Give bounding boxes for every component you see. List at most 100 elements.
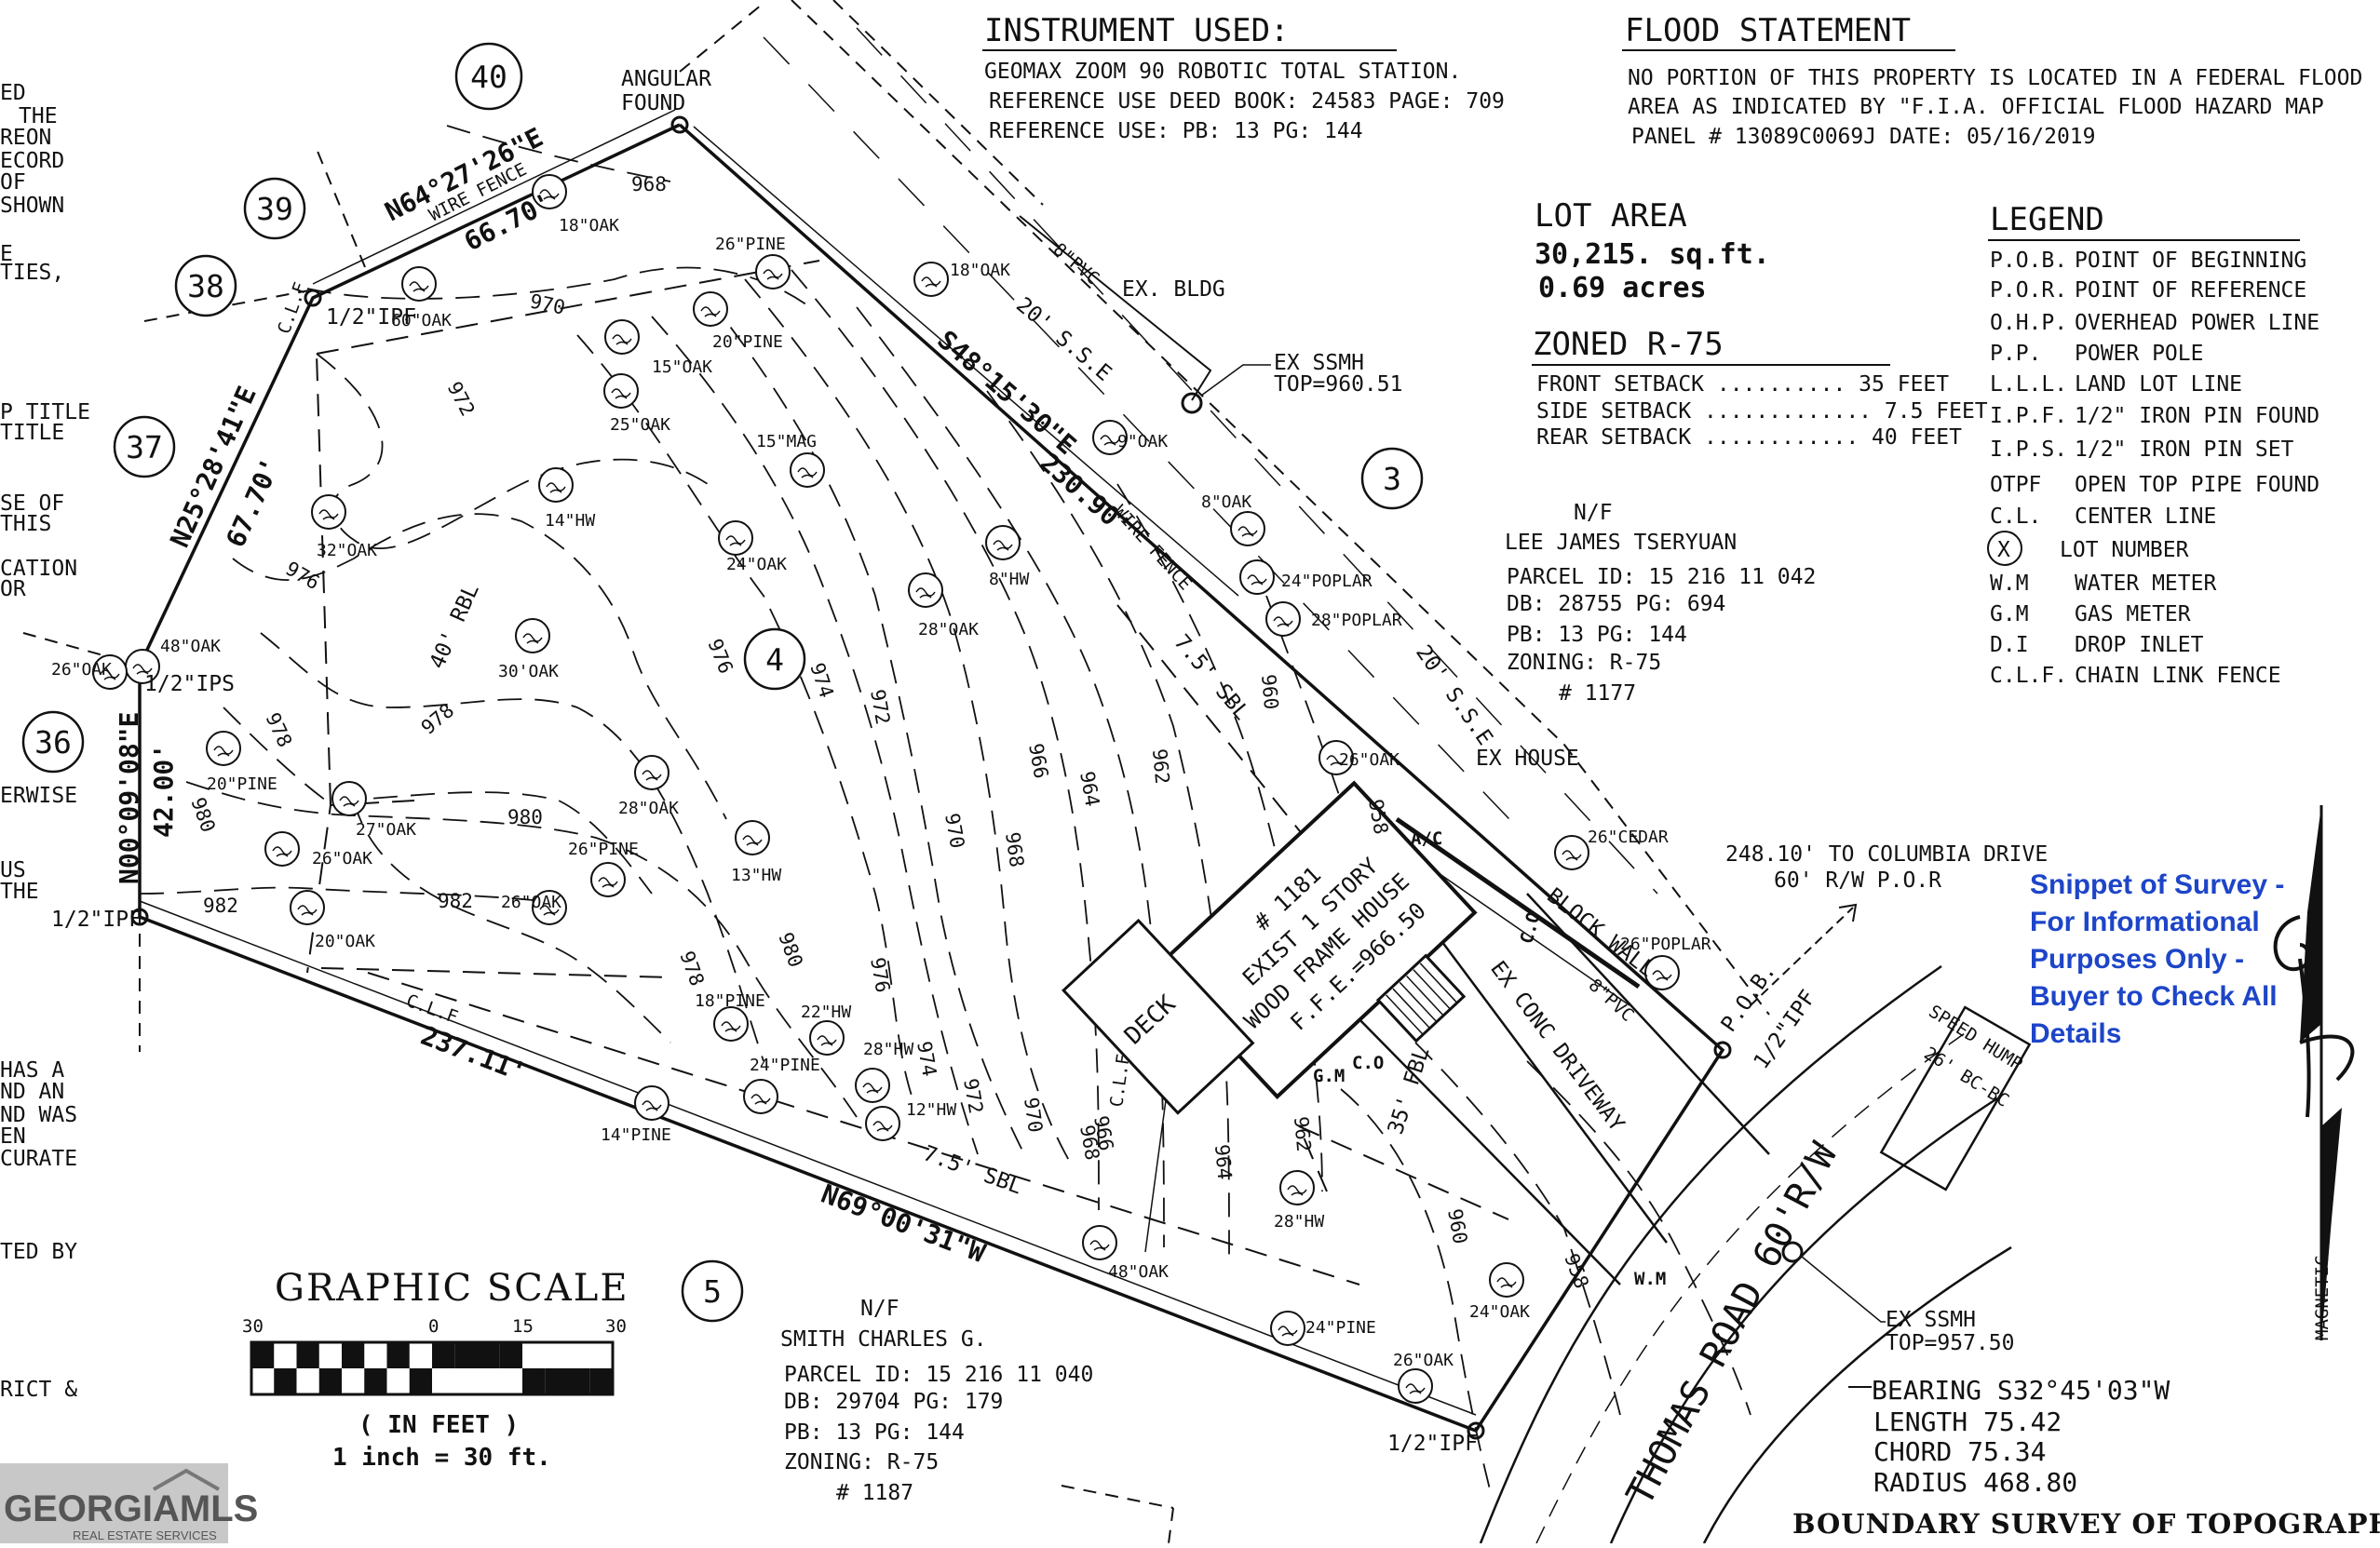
tree-symbol — [855, 1068, 890, 1103]
georgia-mls-logo: GEORGIAMLS REAL ESTATE SERVICES — [0, 1463, 258, 1543]
legend-desc: POWER POLE — [2075, 342, 2203, 366]
tree-glyph — [797, 467, 818, 478]
tree-symbol — [1398, 1368, 1433, 1404]
tree-symbol — [1092, 420, 1128, 455]
instrument-block: INSTRUMENT USED: GEOMAX ZOOM 90 ROBOTIC … — [982, 12, 1505, 143]
contour-label: 978 — [261, 709, 296, 751]
tree-label: 20"PINE — [207, 774, 277, 794]
tree-symbol — [401, 266, 437, 302]
tree-symbol — [1239, 559, 1275, 595]
ex-house: EX HOUSE — [1476, 747, 1579, 771]
tree-symbol — [718, 520, 753, 556]
tree-symbol — [1230, 511, 1265, 546]
contour-label: 980 — [507, 806, 543, 828]
tree-symbol — [1554, 835, 1589, 870]
ipf-s: 1/2"IPF — [1387, 1432, 1478, 1456]
scale-tick-0: 0 — [428, 1316, 439, 1337]
instrument-line-1: GEOMAX ZOOM 90 ROBOTIC TOTAL STATION. — [984, 60, 1461, 84]
contour-label: 980 — [774, 930, 807, 971]
tree-glyph — [1237, 526, 1258, 537]
zoning-rear: REAR SETBACK ............ 40 FEET — [1536, 425, 1962, 450]
logo-text: GEORGIAMLS — [4, 1488, 258, 1529]
zoning-block: ZONED R-75 FRONT SETBACK .......... 35 F… — [1532, 326, 1988, 450]
scale-bar-cell — [567, 1368, 590, 1394]
legend-desc: OPEN TOP PIPE FOUND — [2075, 473, 2319, 497]
clf-nw: C.L.F — [274, 279, 311, 336]
margin-fragment: ED — [0, 81, 26, 105]
tree-label: 24"OAK — [726, 555, 787, 574]
margin-fragment: REON — [0, 126, 51, 150]
property-boundary — [138, 123, 1725, 1434]
curve-radius: RADIUS 468.80 — [1873, 1467, 2077, 1498]
notice-line-4: Buyer to Check All — [2030, 981, 2278, 1012]
lot-circle — [113, 415, 176, 478]
course-4-distance: 67.70' — [220, 453, 286, 552]
tree-glyph — [598, 877, 618, 888]
scale-bar-cell — [432, 1342, 455, 1368]
neighbor-east-line-3: PB: 13 PG: 144 — [1507, 623, 1687, 647]
tree-symbol — [713, 1006, 749, 1042]
tree-label: 32"OAK — [317, 541, 377, 560]
pvc-top: 8"PVC — [1049, 239, 1103, 289]
lot-area-title: LOT AREA — [1535, 197, 1687, 235]
contour-label: 982 — [203, 895, 238, 917]
legend-desc: LOT NUMBER — [2060, 538, 2189, 562]
contour-label: 968 — [631, 173, 667, 195]
tree-glyph — [272, 846, 292, 857]
margin-fragment: SE OF — [0, 491, 64, 516]
pob-label: P.O.B. — [1717, 959, 1781, 1036]
neighbor-east: N/F LEE JAMES TSERYUAN PARCEL ID: 15 216… — [1505, 501, 1816, 706]
tree-symbol — [1489, 1262, 1524, 1298]
neighbor-east-line-1: PARCEL ID: 15 216 11 042 — [1507, 565, 1816, 589]
tree-label: 28"OAK — [918, 620, 979, 639]
tree-glyph — [915, 587, 936, 599]
tree-symbol — [92, 654, 128, 690]
tree-symbol — [206, 731, 241, 766]
margin-fragment: US — [0, 858, 26, 882]
margin-fragment: TIES, — [0, 261, 64, 285]
tree-glyph — [213, 746, 234, 757]
margin-fragment: E — [0, 242, 13, 266]
tree-glyph — [872, 1121, 893, 1132]
tree-symbol — [985, 525, 1021, 560]
scale-bar-cell — [364, 1368, 387, 1394]
tree-glyph — [1496, 1277, 1517, 1288]
tree-label: 26"CEDAR — [1588, 828, 1669, 847]
tree-symbol — [290, 890, 325, 925]
legend-title: LEGEND — [1990, 201, 2104, 238]
tree-glyph — [763, 269, 783, 280]
neighbor-south-line-4: ZONING: R-75 — [784, 1450, 939, 1474]
tree-glyph — [1562, 850, 1582, 861]
course-5-bearing: N00°09'08"E — [114, 712, 144, 884]
tree-label: 18"OAK — [559, 216, 619, 236]
tree-label: 26"PINE — [568, 840, 639, 859]
road-label: THOMAS ROAD 60'R/W — [1618, 1136, 1846, 1513]
tree-glyph — [539, 905, 560, 916]
tree-label: 26"OAK — [1393, 1351, 1454, 1370]
margin-fragment: TITLE — [0, 421, 64, 445]
tree-glyph — [1273, 616, 1293, 627]
lot-number: 38 — [187, 268, 224, 304]
legend-code: I.P.S. — [1990, 437, 2067, 462]
zoning-title: ZONED R-75 — [1533, 326, 1724, 363]
contour-label: 980 — [186, 795, 220, 836]
scale-tick-15: 15 — [512, 1316, 534, 1337]
tree-symbol — [1265, 601, 1301, 637]
tree-glyph — [409, 281, 429, 292]
co-label-2: C.O — [1517, 909, 1545, 946]
margin-fragment: THE — [19, 104, 58, 128]
legend-desc: POINT OF BEGINNING — [2075, 249, 2306, 273]
tree-glyph — [642, 770, 662, 781]
ssmh-top-marker — [1181, 392, 1203, 414]
lot-circle — [681, 1259, 744, 1323]
scale-ratio: 1 inch = 30 ft. — [332, 1444, 551, 1472]
co-label-1: C.O — [1352, 1053, 1384, 1073]
tree-label: 28"HW — [863, 1040, 913, 1059]
scale-bar-cell — [409, 1368, 432, 1394]
margin-fragment: P TITLE — [0, 400, 90, 424]
tree-glyph — [1100, 435, 1120, 446]
legend-code: C.L.F. — [1990, 664, 2067, 688]
tree-label: 15"OAK — [652, 357, 712, 377]
